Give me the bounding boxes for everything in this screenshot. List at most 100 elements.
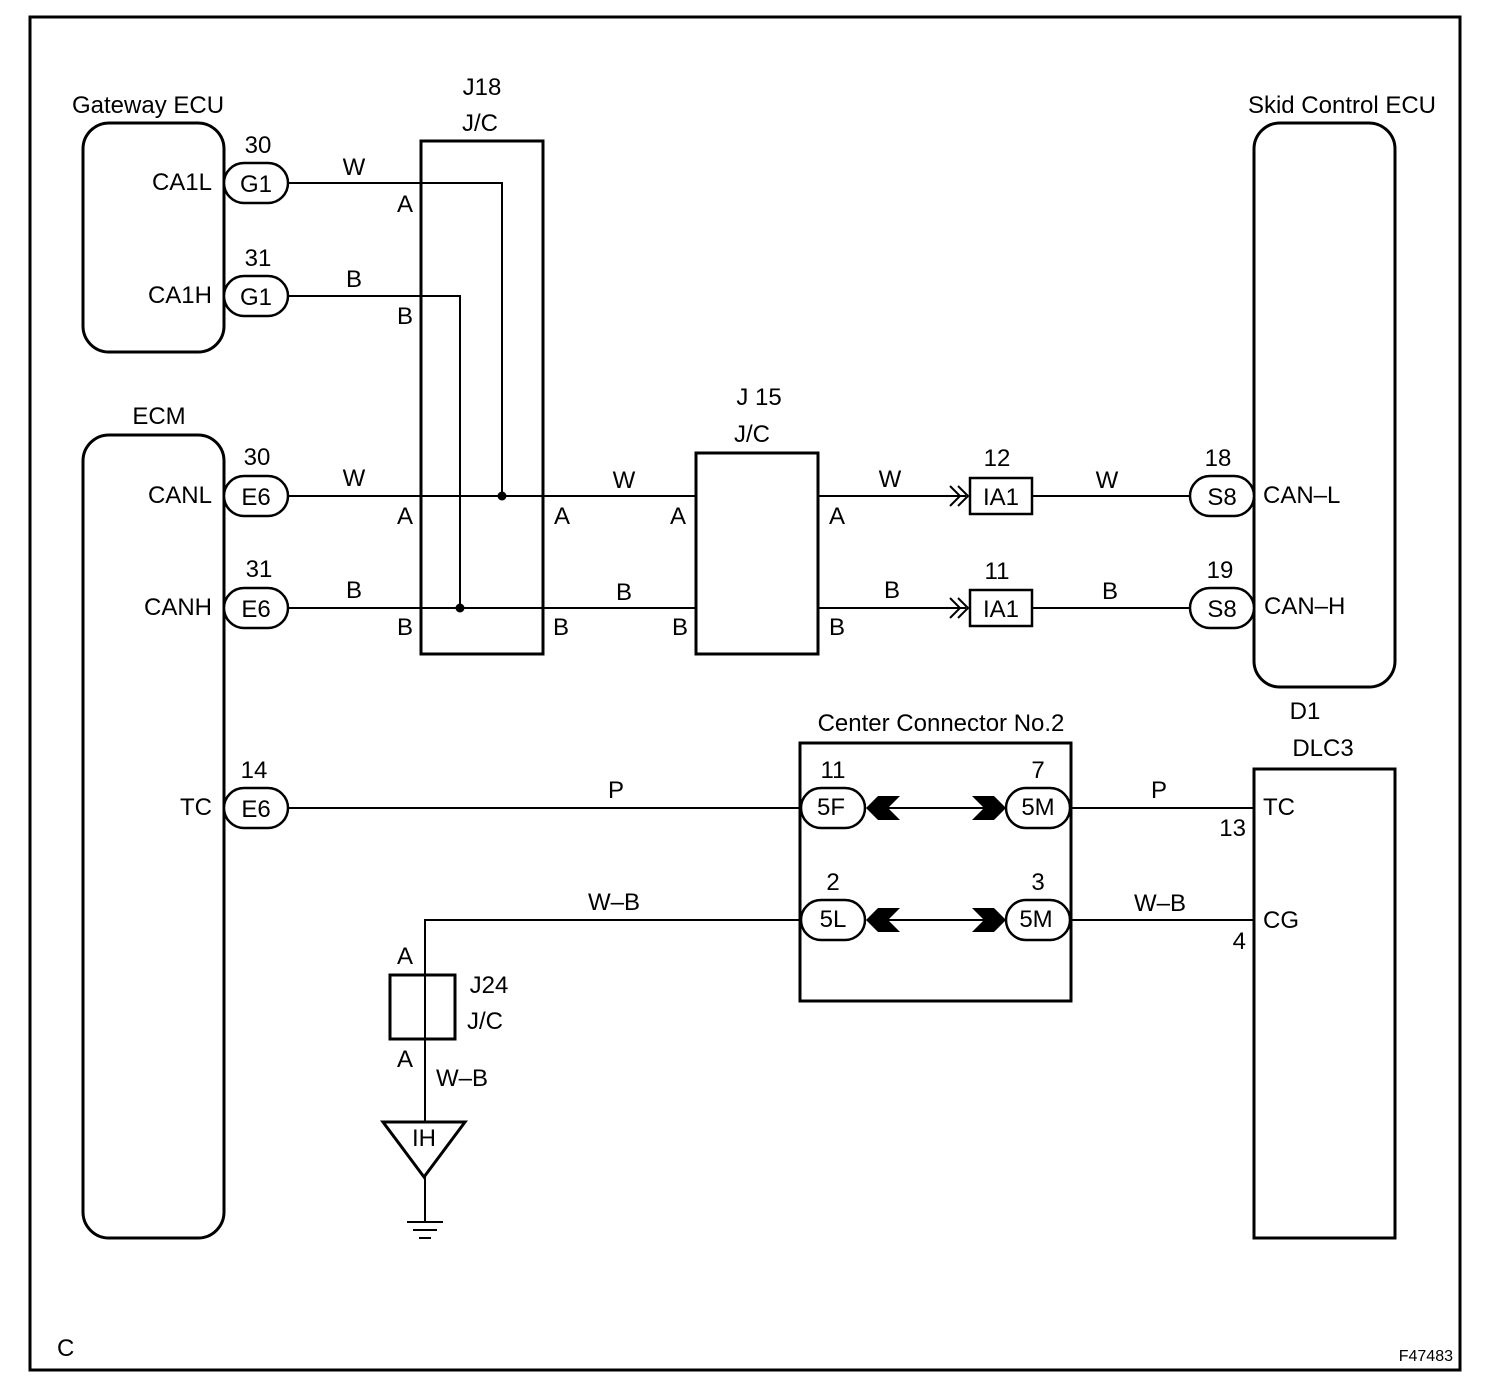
connector-mate-icon: [866, 908, 900, 932]
pin-label-can-l: CAN–L: [1263, 482, 1340, 509]
connector-id: IA1: [983, 596, 1019, 623]
pin-number: 4: [1233, 928, 1246, 955]
connector-mate-icon: [866, 796, 900, 820]
center-connector-title: Center Connector No.2: [818, 710, 1065, 737]
gateway-ecu-box: [81, 121, 226, 354]
pin-number: 3: [1031, 869, 1044, 896]
connector-s8: [1188, 586, 1256, 630]
wire-color-label: W: [613, 467, 636, 494]
ground-point-ih: IH: [380, 1120, 468, 1239]
wire-color-label: B: [346, 266, 362, 293]
terminal-label: A: [397, 943, 413, 970]
figure-id: F47483: [1399, 1348, 1453, 1365]
pin-number: 31: [246, 556, 273, 583]
wire-color-label: W–B: [588, 889, 640, 916]
pin-number: 31: [245, 245, 272, 272]
j15-id: J 15: [736, 384, 781, 411]
diagram-frame: [28, 15, 1462, 1372]
wire-color-label: W: [343, 465, 366, 492]
j18-type: J/C: [462, 110, 498, 137]
connector-5m: [1004, 898, 1072, 942]
dlc3-id: D1: [1290, 698, 1321, 725]
center-connector-no2: Center Connector No.2 5F 11 5M 7 5L 2 5M…: [798, 710, 1073, 1003]
chevron-icon: [949, 597, 962, 619]
wire-color-label: P: [608, 777, 624, 804]
connector-id: E6: [241, 796, 270, 823]
connector-ia1: [968, 476, 1034, 516]
connector-id: S8: [1207, 596, 1236, 623]
connector-id: 5F: [817, 794, 845, 821]
connector-mate-icon: [972, 796, 1006, 820]
connector-id: E6: [241, 596, 270, 623]
pin-number: 7: [1031, 757, 1044, 784]
ecm: ECM CANL CANH TC 30 31 14 E6 E6 E6: [81, 403, 290, 1240]
terminal-label: A: [670, 503, 686, 530]
pin-label-ca1l: CA1L: [152, 169, 212, 196]
corner-mark: C: [57, 1335, 74, 1362]
pin-label-cg: CG: [1263, 907, 1299, 934]
skid-ecu-title: Skid Control ECU: [1248, 92, 1436, 119]
connector-mate-icon: [972, 908, 1006, 932]
junction-j24: J24 J/C A A: [388, 943, 509, 1073]
connector-e6: [222, 786, 290, 830]
wire-color-label: B: [884, 577, 900, 604]
connector-id: IA1: [983, 484, 1019, 511]
connector-id: E6: [241, 484, 270, 511]
dlc3-title: DLC3: [1292, 735, 1353, 762]
connector-5f: [799, 786, 867, 830]
junction-j18: J18 J/C A B A B A B: [397, 74, 570, 656]
chevron-icon: [957, 597, 970, 619]
connector-s8: [1188, 474, 1256, 518]
skid-control-ecu: Skid Control ECU S8 S8 18 19 CAN–L CAN–H: [1188, 92, 1436, 689]
splice-dot: [455, 603, 465, 613]
connector-5l: [799, 898, 867, 942]
connector-id: S8: [1207, 484, 1236, 511]
wire-color-label: W: [343, 154, 366, 181]
connector-5m: [1004, 786, 1072, 830]
junction-j15: J 15 J/C A B A B: [670, 384, 845, 656]
pin-number: 13: [1219, 815, 1246, 842]
pin-label-tc: TC: [180, 794, 212, 821]
pin-label-canh: CANH: [144, 594, 212, 621]
terminal-label: A: [397, 191, 413, 218]
terminal-label: B: [829, 614, 845, 641]
chevron-icon: [949, 485, 962, 507]
j15-box: [694, 451, 820, 656]
ground-triangle: [380, 1120, 468, 1180]
connector-id: 5M: [1021, 794, 1054, 821]
connector-id: G1: [240, 284, 272, 311]
j15-type: J/C: [734, 421, 770, 448]
wire-color-label: W–B: [1134, 890, 1186, 917]
pin-number: 30: [244, 444, 271, 471]
terminal-label: B: [397, 614, 413, 641]
wire-ca1h: [288, 295, 461, 608]
connector-e6: [222, 586, 290, 630]
connector-id: 5M: [1019, 906, 1052, 933]
j18-box: [419, 139, 545, 656]
terminal-label: A: [397, 1046, 413, 1073]
pin-label-ca1h: CA1H: [148, 282, 212, 309]
ground-id: IH: [412, 1125, 436, 1152]
j24-type: J/C: [467, 1008, 503, 1035]
connector-id: G1: [240, 171, 272, 198]
skid-ecu-box: [1252, 121, 1397, 689]
connector-e6: [222, 474, 290, 518]
connector-g1: [222, 161, 290, 205]
wire-color-labels: W B W B W B W B W B P P W–B W–B W–B: [343, 154, 1186, 1092]
pin-number: 11: [985, 558, 1010, 585]
terminal-label: A: [829, 503, 845, 530]
wire-color-label: W: [879, 466, 902, 493]
terminal-label: A: [397, 503, 413, 530]
wire-color-label: B: [616, 579, 632, 606]
pin-label-tc: TC: [1263, 794, 1295, 821]
ecm-title: ECM: [132, 403, 185, 430]
wire-color-label: W: [1096, 467, 1119, 494]
terminal-label: B: [553, 614, 569, 641]
dlc3-box: [1252, 767, 1397, 1240]
pin-number: 11: [821, 757, 846, 784]
connector-id: 5L: [820, 906, 847, 933]
j24-id: J24: [470, 972, 509, 999]
wire-color-label: P: [1151, 777, 1167, 804]
wire-color-label: B: [346, 577, 362, 604]
j18-id: J18: [463, 74, 502, 101]
